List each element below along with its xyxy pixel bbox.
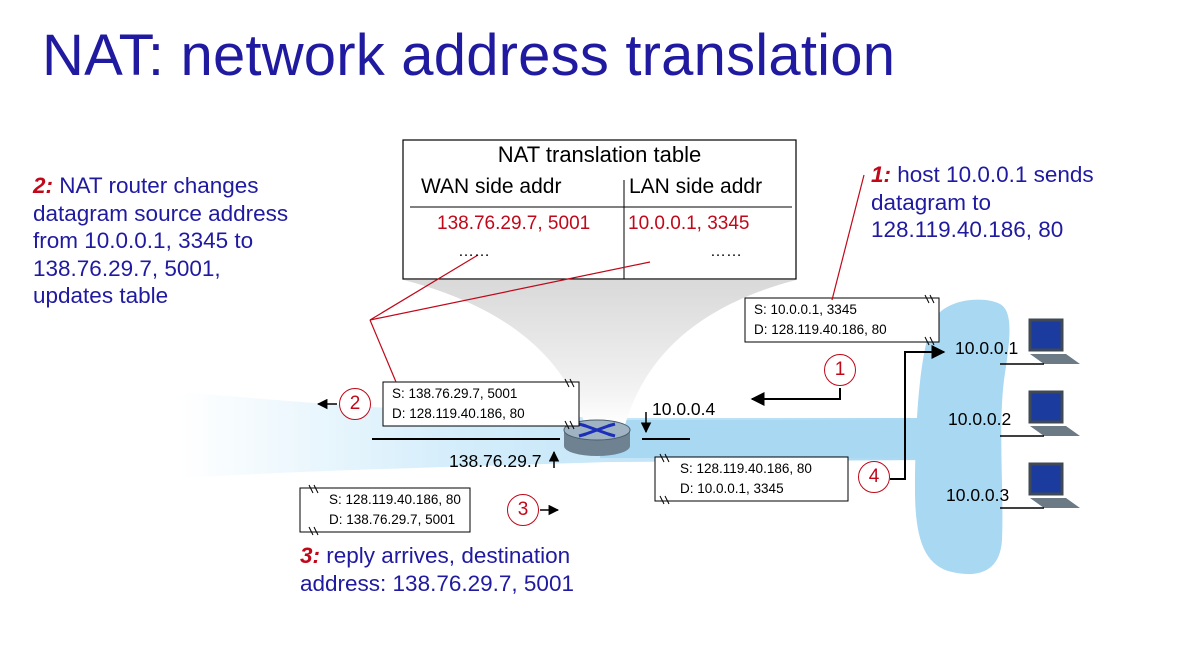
nat-table-header-wan: WAN side addr	[421, 175, 562, 198]
nat-table-title: NAT translation table	[497, 142, 702, 167]
nat-table-row-lan: 10.0.0.1, 3345	[628, 213, 750, 234]
nat-table-funnel	[404, 280, 796, 425]
nat-table-more-wan: ……	[458, 243, 490, 260]
page-title: NAT: network address translation	[42, 23, 896, 88]
flow-arrow-1	[750, 388, 841, 406]
step2-number: 2:	[33, 173, 54, 198]
packet-1-text: S: 10.0.0.1, 3345 D: 128.119.40.186, 80	[754, 302, 887, 337]
host-3-address: 10.0.0.3	[946, 485, 1010, 505]
flow-arrow-4	[890, 345, 946, 480]
host-2-address: 10.0.0.2	[948, 409, 1012, 429]
step3-number: 3:	[300, 543, 321, 568]
nat-router-icon	[563, 419, 631, 456]
packet-4-text: S: 128.119.40.186, 80 D: 10.0.0.1, 3345	[680, 461, 812, 496]
lan-network-blob	[915, 299, 1010, 575]
packet-box-4	[654, 456, 849, 502]
router-wan-address: 138.76.29.7	[449, 451, 542, 471]
step1-note: 1: host 10.0.0.1 sends datagram to 128.1…	[871, 162, 1094, 242]
packet-box-3	[299, 487, 471, 533]
nat-table-row-wan: 138.76.29.7, 5001	[437, 213, 591, 234]
host-computer-3	[1000, 462, 1080, 509]
packet-box-2	[382, 381, 580, 427]
step-circle-3: 3	[507, 494, 539, 526]
router-lan-address: 10.0.0.4	[652, 399, 716, 419]
step-circle-4: 4	[858, 461, 890, 493]
step3-note: 3: reply arrives, destination address: 1…	[300, 543, 574, 596]
nat-table-header-lan: LAN side addr	[629, 175, 763, 198]
host-1-address: 10.0.0.1	[955, 338, 1019, 358]
host-computer-1	[1000, 318, 1080, 365]
packet-2-text: S: 138.76.29.7, 5001 D: 128.119.40.186, …	[392, 386, 525, 421]
step1-number: 1:	[871, 162, 892, 187]
packet-box-1	[744, 297, 940, 343]
lan-link-band	[600, 420, 930, 458]
step-circle-1: 1	[824, 354, 856, 386]
step2-note: 2: NAT router changes datagram source ad…	[33, 173, 289, 308]
host-computer-2	[1000, 390, 1080, 437]
packet-3-text: S: 128.119.40.186, 80 D: 138.76.29.7, 50…	[329, 492, 461, 527]
nat-table-more-lan: ……	[710, 243, 742, 260]
step-circle-2: 2	[339, 388, 371, 420]
nat-table-box	[402, 139, 797, 280]
